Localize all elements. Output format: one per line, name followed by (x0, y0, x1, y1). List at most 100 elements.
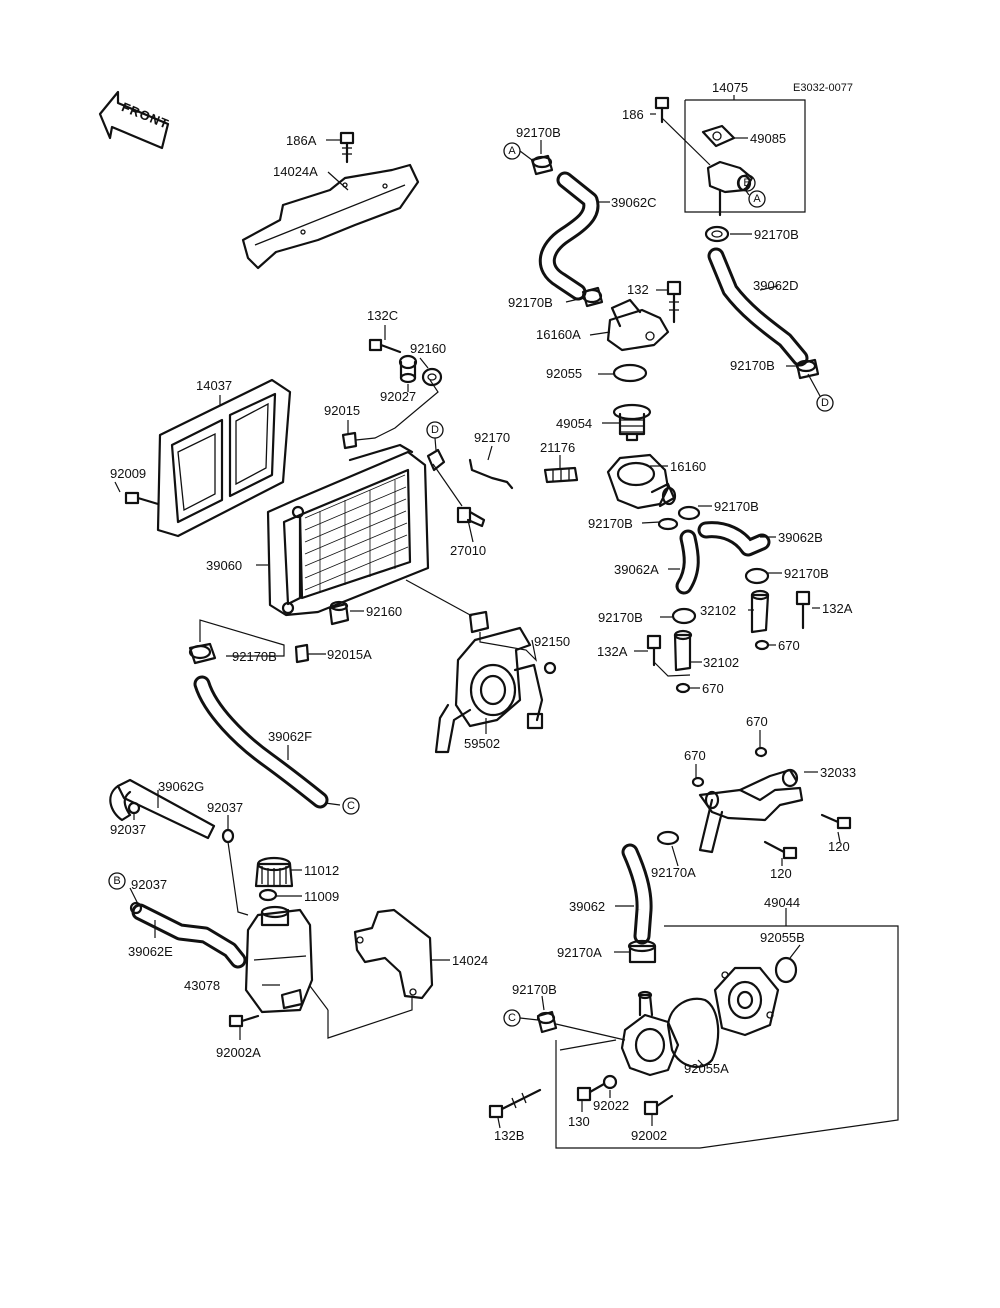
svg-text:B: B (743, 177, 750, 189)
svg-text:A: A (753, 193, 761, 205)
cap-gasket-part (258, 888, 278, 902)
bolt-132c-part (368, 338, 402, 354)
part-label: 14075 (712, 80, 748, 95)
part-label: 16160 (670, 459, 706, 474)
part-label: 27010 (450, 543, 486, 558)
hose-clamp-92170b-b-part (581, 286, 604, 308)
gasket-92055a-part (666, 997, 720, 1068)
thermostat-cover-part (606, 298, 670, 352)
part-label: 92037 (110, 822, 146, 837)
grommet-92015a-part (294, 643, 310, 664)
svg-text:A: A (508, 145, 516, 157)
reference-marker-a-1: A (503, 142, 533, 161)
svg-text:C: C (347, 800, 355, 812)
cap-49085-part (701, 124, 736, 148)
part-label: 16160A (536, 327, 581, 342)
part-label: 670 (702, 681, 724, 696)
hose-clamp-92170b-g-part (744, 567, 770, 585)
water-pump-box (555, 925, 899, 1149)
part-label: 39062A (614, 562, 659, 577)
bolt-130-part (576, 1082, 606, 1102)
part-label: 92170B (784, 566, 829, 581)
part-label: 92037 (207, 800, 243, 815)
bolt-92009-part (124, 491, 160, 506)
part-label: 92009 (110, 466, 146, 481)
cooling-fan-part (434, 610, 557, 754)
part-label: 92170B (730, 358, 775, 373)
part-label: 92015A (327, 647, 372, 662)
part-label: 186 (622, 107, 644, 122)
part-label: 39062B (778, 530, 823, 545)
collar-92027-part (398, 354, 418, 384)
temperature-sensor-part (543, 466, 579, 484)
svg-text:B: B (113, 875, 120, 887)
fitting-assembly-box (684, 99, 806, 213)
part-label: 92170B (588, 516, 633, 531)
water-pump-impeller-part (713, 966, 780, 1037)
side-cover-part (353, 908, 434, 1000)
hose-39062-part (621, 843, 653, 945)
thermostat-part (612, 403, 652, 442)
hose-clamp-92170b-e-part (677, 505, 701, 521)
reservoir-cap-part (254, 856, 294, 888)
o-ring-670-c-part (754, 746, 768, 758)
part-label: 132C (367, 308, 398, 323)
clip-92037-a-part (127, 801, 141, 815)
fan-switch-part (456, 506, 486, 528)
part-label: 32102 (703, 655, 739, 670)
pipe-32102-upper-part (750, 589, 770, 634)
part-label: 92170B (714, 499, 759, 514)
part-label: 92170A (651, 865, 696, 880)
reference-marker-d-2: D (426, 421, 446, 472)
o-ring-670-d-part (691, 776, 705, 788)
part-label: 132B (494, 1128, 524, 1143)
water-pump-body-part (620, 990, 680, 1077)
part-label: 49054 (556, 416, 592, 431)
hose-39062d-part (707, 247, 809, 367)
hose-39062a-part (675, 529, 700, 595)
radiator-part (266, 443, 430, 617)
part-label: 92150 (534, 634, 570, 649)
hose-clamp-92170a-b-part (627, 939, 657, 964)
part-label: 92160 (366, 604, 402, 619)
hose-39062e-part (131, 903, 247, 969)
bolt-92002a-part (228, 1014, 260, 1028)
part-label: 39062C (611, 195, 657, 210)
hose-39062b-part (697, 521, 771, 557)
clip-92037-b-part (221, 828, 235, 844)
part-label: 92170B (754, 227, 799, 242)
part-label: 92027 (380, 389, 416, 404)
part-label: 49085 (750, 131, 786, 146)
part-label: 92037 (131, 877, 167, 892)
part-label: 670 (746, 714, 768, 729)
part-label: 43078 (184, 978, 220, 993)
hose-clamp-92170b-h-part (671, 607, 697, 625)
reference-marker-c-1: C (342, 797, 360, 815)
damper-92160-upper-part (421, 367, 443, 387)
part-label: 92170B (598, 610, 643, 625)
hose-clamp-92170b-d-part (795, 358, 820, 380)
part-label: 39062G (158, 779, 204, 794)
part-label: 120 (770, 866, 792, 881)
clip-92037-c-part (129, 901, 143, 915)
svg-text:D: D (431, 424, 439, 436)
part-label: 132A (597, 644, 628, 659)
hose-clamp-92170b-i-part (536, 1010, 558, 1034)
bolt-92002-part (643, 1094, 674, 1116)
reference-marker-c-2: C (503, 1009, 539, 1027)
thermostat-housing-part (606, 453, 677, 510)
leader-lines (114, 95, 841, 1129)
part-label: 92170A (557, 945, 602, 960)
reference-marker-b-2: B (108, 872, 126, 890)
svg-text:D: D (821, 397, 829, 409)
upper-cover-part (241, 163, 420, 270)
bolt-186a-part (339, 131, 355, 164)
part-label: 21176 (540, 440, 575, 455)
part-label: 11012 (304, 863, 339, 878)
part-label: 59502 (464, 736, 500, 751)
o-ring-670-b-part (675, 682, 691, 694)
part-label: 92022 (593, 1098, 629, 1113)
part-label: 32102 (700, 603, 736, 618)
part-label: 14024A (273, 164, 318, 179)
bolt-132a-b-part (646, 634, 662, 667)
